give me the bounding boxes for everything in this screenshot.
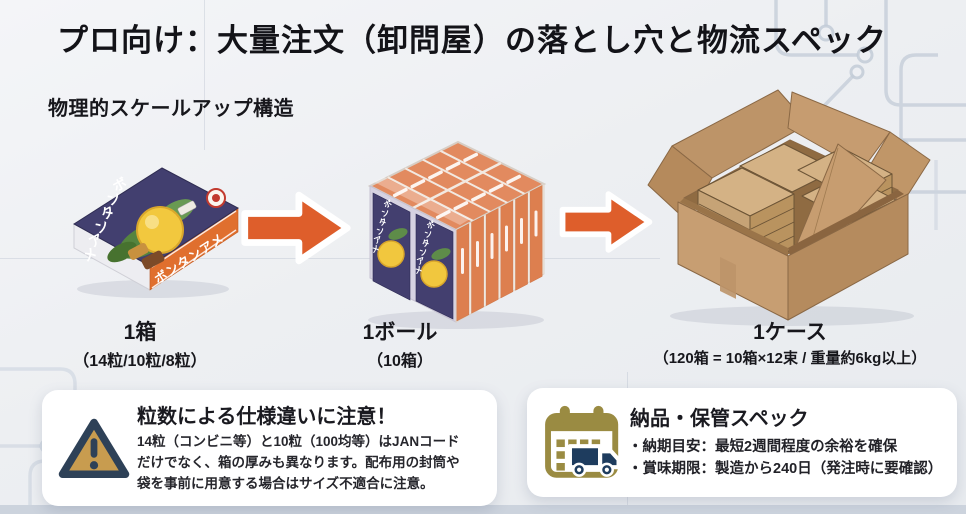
box-top-text: ボンタンアメ [80, 175, 129, 265]
flow-step-label: 1箱 [123, 321, 157, 344]
bundle-panel-text-2: ボンタンアメ [413, 219, 436, 276]
spec-item: ・納期目安：最短2週間程度の余裕を確保 [628, 439, 898, 455]
flow-step-ball: 1ボール （10箱） [285, 321, 515, 371]
warning-icon [58, 418, 130, 478]
flow-step-label: 1ケース [753, 321, 827, 344]
spec-title: 納品・保管スペック [630, 408, 809, 430]
spec-panel: 納品・保管スペック ・納期目安：最短2週間程度の余裕を確保 ・賞味期限：製造から… [527, 388, 957, 497]
flow-step-case: 1ケース （120箱 = 10箱×12束 / 重量約6kg以上） [598, 321, 966, 368]
flow-step-sublabel: （10箱） [367, 353, 433, 371]
warning-body: 14粒（コンビニ等）と10粒（100均等）はJANコード だけでなく、箱の厚みも… [137, 434, 460, 491]
flow-step-sublabel: （120箱 = 10箱×12束 / 重量約6kg以上） [653, 350, 927, 368]
shrink-wrapped-bundle-illustration: ボンタンアメ ボンタンアメ [367, 140, 547, 329]
warning-panel: 粒数による仕様違いに注意！ 14粒（コンビニ等）と10粒（100均等）はJANコ… [42, 390, 497, 506]
bundle-panel-text-1: ボンタンアメ [370, 198, 393, 255]
spec-item: ・賞味期限：製造から240日（発注時に要確認） [628, 461, 943, 477]
page-title: プロ向け：大量注文（卸問屋）の落とし穴と物流スペック [57, 23, 887, 58]
section-title: 物理的スケールアップ構造 [48, 98, 294, 120]
flow-step-label: 1ボール [362, 321, 438, 344]
warning-title: 粒数による仕様違いに注意！ [137, 406, 397, 428]
cardboard-case-illustration [647, 89, 931, 326]
background-gridline-h [0, 258, 660, 259]
bottom-strip [0, 505, 966, 514]
flow-arrow-icon [241, 191, 351, 265]
flow-step-box: 1箱 （14粒/10粒/8粒） [20, 321, 260, 371]
flow-arrow-icon [559, 191, 653, 253]
background-gridline-v2 [204, 0, 205, 150]
candy-box-illustration: ボンタンアメ ボンタンアメ [73, 167, 239, 298]
flow-step-sublabel: （14粒/10粒/8粒） [73, 353, 207, 371]
calendar-truck-icon [545, 405, 621, 478]
